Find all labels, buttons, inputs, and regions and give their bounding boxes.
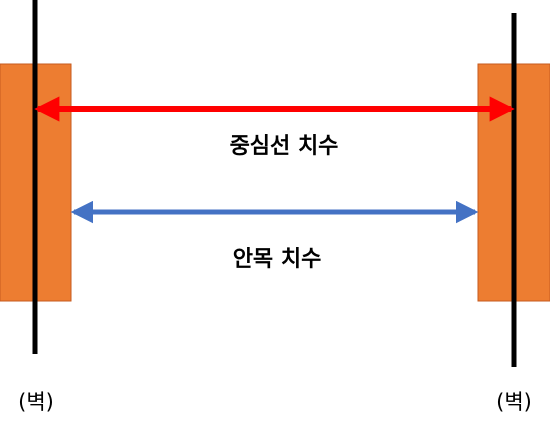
left-wall-label: (벽) [18,390,54,414]
right-wall-label: (벽) [496,390,532,414]
center-dimension-label: 중심선 치수 [230,134,339,159]
inner-dimension-label: 안목 치수 [233,247,322,272]
